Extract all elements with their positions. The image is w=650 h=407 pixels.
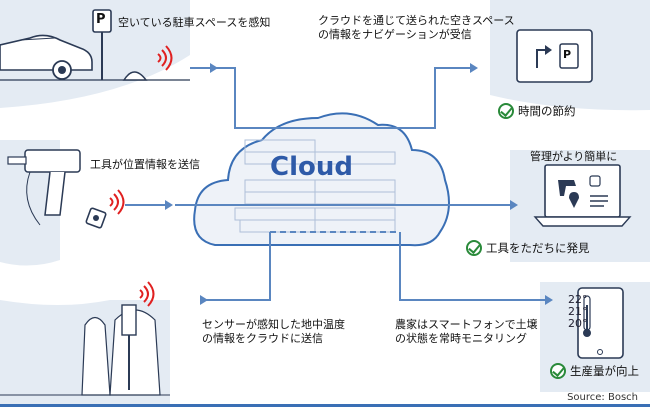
dashed-links [210,127,440,233]
farmer-label: 農家はスマートフォンで土壌 の状態を常時モニタリング [395,318,538,345]
car-icon [0,34,93,80]
cloud-shape [193,112,450,247]
benefit-label: 時間の節約 [518,104,576,118]
benefit-label: 生産量が向上 [570,364,639,378]
tool-location-label: 工具が位置情報を送信 [90,158,200,171]
tool-tag-icon [85,207,107,229]
temp-reading: 21° [568,305,588,318]
benefit-productivity: 生産量が向上 [550,363,639,379]
cloud-title: Cloud [270,152,353,182]
soil-sensor-label: センサーが感知した地中温度 の情報をクラウドに送信 [202,318,345,345]
parking-sign-letter: P [96,12,106,27]
arrow-heads [165,63,553,305]
check-icon [466,240,482,256]
phone-temperature-readings: 22° 21° 20° [568,294,588,330]
signal-icon-parking [157,45,173,71]
temp-reading: 20° [568,317,588,330]
source-credit: Source: Bosch [567,392,638,403]
navigation-label: クラウドを通じて送られた空きスペース の情報をナビゲーションが受信 [318,14,515,41]
signal-icon-soil [139,281,155,307]
check-icon [498,103,514,119]
navigation-device-icon [516,29,593,83]
bottom-rule [0,404,650,407]
nav-parking-letter: P [563,48,572,61]
soil-sensor-icon [0,304,170,396]
ground-sensor-icon [122,71,148,81]
laptop-icon [533,164,632,227]
check-icon [550,363,566,379]
parking-sign-icon [92,9,112,80]
parking-sensor-label: 空いている駐車スペースを感知 [118,16,271,29]
benefit-tool-found: 工具をただちに発見 [466,240,590,256]
smartphone-icon [577,287,624,359]
management-label: 管理がより簡単に [530,150,618,163]
drill-icon [7,149,81,226]
signal-icon-tool [109,189,125,215]
benefit-time-saving: 時間の節約 [498,103,576,119]
temp-reading: 22° [568,293,588,306]
benefit-label: 工具をただちに発見 [486,241,590,255]
top-left-panel [0,0,190,108]
